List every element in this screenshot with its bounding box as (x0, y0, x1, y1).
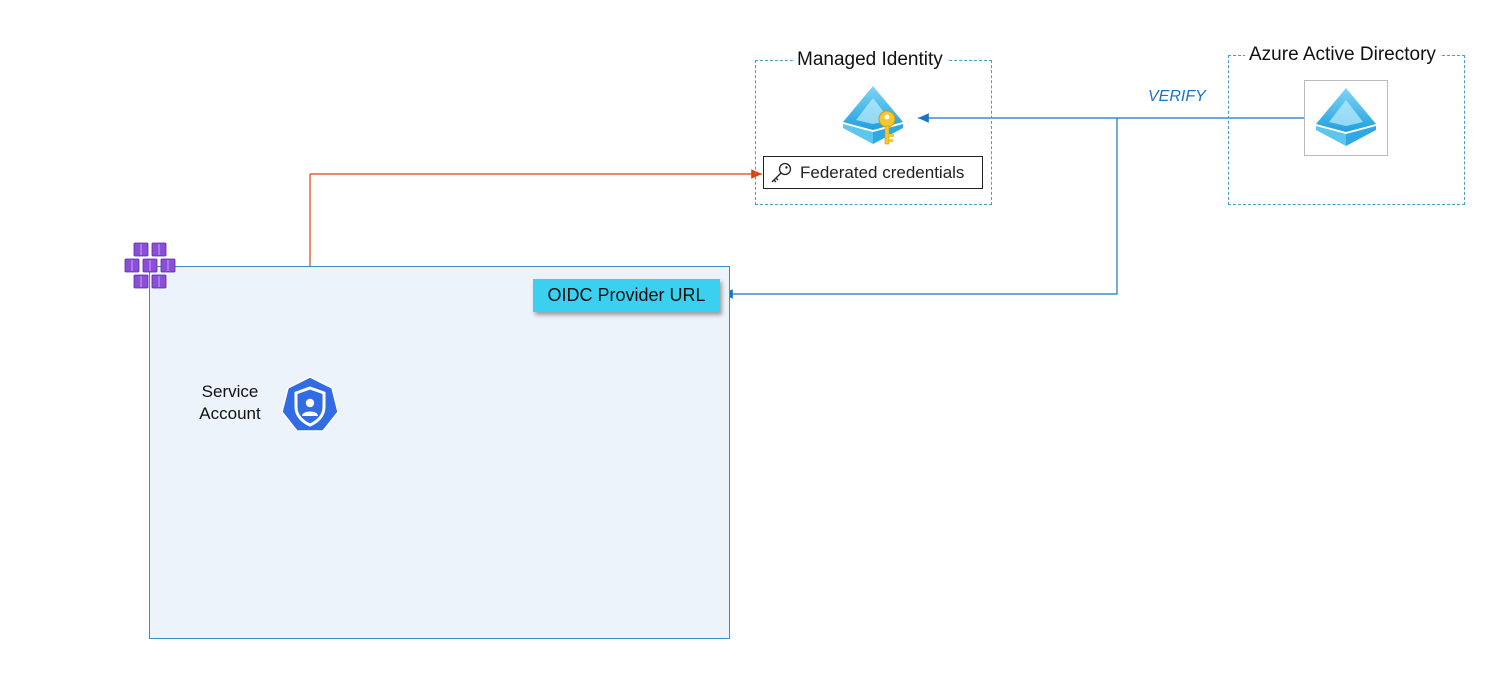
azure-ad-icon (1316, 88, 1376, 146)
aks-cluster-container (149, 266, 730, 639)
verify-label: VERIFY (1148, 88, 1206, 105)
managed-identity-icon (843, 86, 903, 145)
azure-ad-title: Azure Active Directory (1245, 44, 1440, 66)
key-badge (878, 110, 896, 145)
key-icon (771, 162, 792, 182)
federated-credentials-node: Federated credentials (763, 156, 983, 189)
managed-identity-title: Managed Identity (793, 49, 947, 71)
federated-credentials-label: Federated credentials (800, 162, 965, 182)
aks-cluster-icon (124, 242, 176, 289)
verify-arrow-to-oidc (722, 118, 1118, 299)
oidc-provider-url-node: OIDC Provider URL (533, 279, 720, 312)
service-account-icon (281, 376, 339, 432)
